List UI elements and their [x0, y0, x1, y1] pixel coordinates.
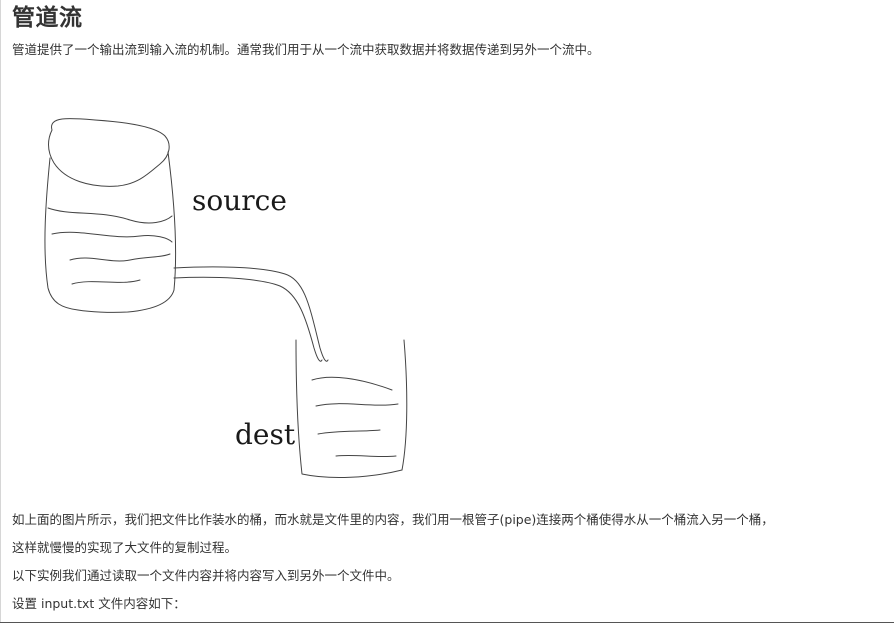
source-water-line — [47, 207, 173, 224]
body-paragraph: 设置 input.txt 文件内容如下： — [12, 596, 186, 611]
dest-water-line — [317, 429, 381, 435]
body-paragraph: 如上面的图片所示，我们把文件比作装水的桶，而水就是文件里的内容，我们用一根管子(… — [12, 512, 774, 527]
source-label: source — [192, 184, 287, 217]
article-title: 管道流 — [12, 5, 83, 31]
source-water-line — [71, 279, 141, 285]
dest-water-line — [335, 454, 397, 458]
pipe-illustration: source dest — [30, 108, 430, 493]
intro-paragraph: 管道提供了一个输出流到输入流的机制。通常我们用于从一个流中获取数据并将数据传递到… — [12, 42, 600, 57]
source-bucket-left-side — [44, 157, 79, 311]
body-paragraph: 以下实例我们通过读取一个文件内容并将内容写入到另外一个文件中。 — [12, 568, 400, 583]
dest-bucket-right-side — [401, 339, 408, 471]
source-bucket-rim — [48, 118, 170, 187]
dest-label: dest — [235, 418, 296, 451]
content-left-border — [0, 0, 1, 623]
dest-water-line — [315, 403, 399, 407]
source-water-line — [51, 231, 173, 243]
source-bucket-right-side — [77, 151, 177, 313]
body-paragraph: 这样就慢慢的实现了大文件的复制过程。 — [12, 540, 238, 555]
pipe-bottom-edge — [173, 276, 323, 362]
pipe-illustration-drawing: source dest — [44, 118, 408, 478]
source-water-line — [69, 253, 171, 262]
dest-water-line — [311, 376, 393, 391]
dest-bucket-left-side — [295, 339, 403, 478]
pipe-top-edge — [173, 266, 329, 362]
